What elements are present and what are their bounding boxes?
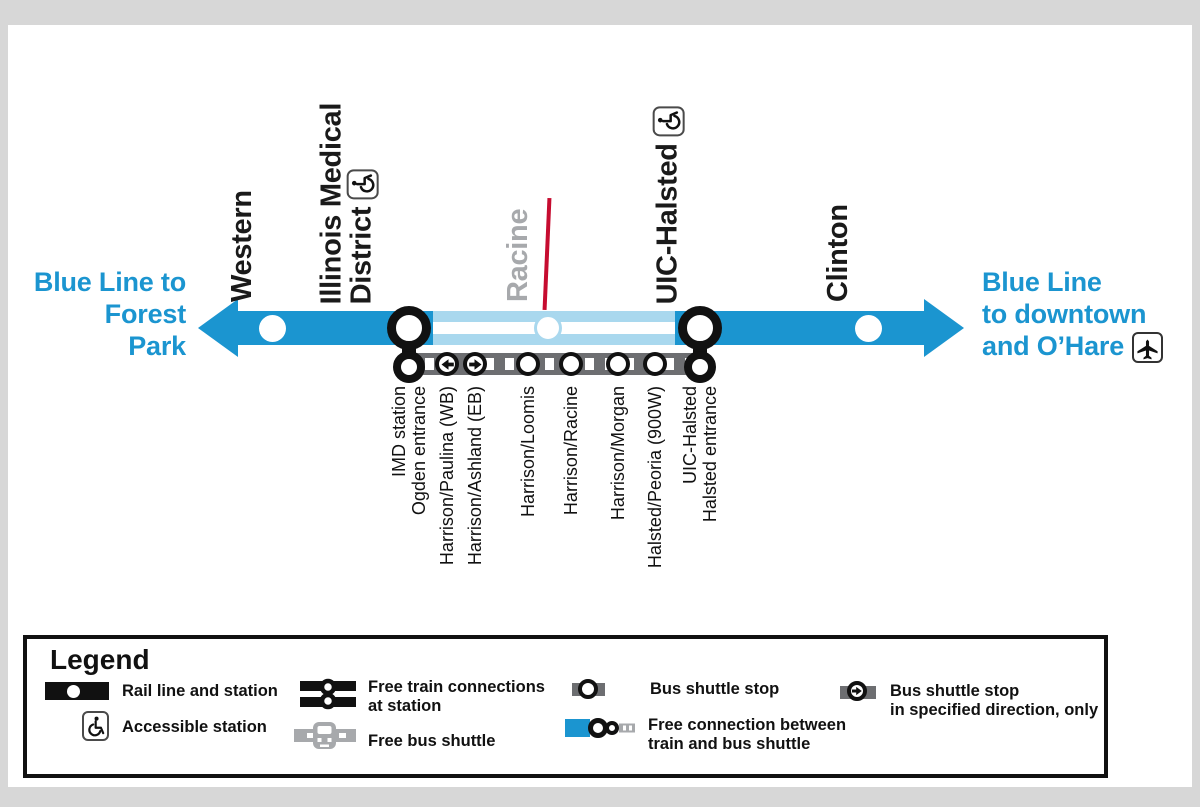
station-label-clinton: Clinton — [822, 204, 854, 302]
destination-ohare: Blue Line to downtown and O’Hare — [982, 266, 1164, 364]
arrow-right-icon — [468, 358, 481, 370]
shuttle-stop-morgan — [606, 352, 630, 376]
shuttle-stop-westbound — [435, 352, 459, 376]
shuttle-stop-loomis — [516, 352, 540, 376]
legend-free-bus-shuttle-label: Free bus shuttle — [368, 732, 496, 750]
airplane-icon — [1132, 332, 1164, 364]
stop-label-harrison-ashland: Harrison/Ashland (EB) — [465, 386, 485, 566]
accessible-icon — [653, 106, 685, 137]
shuttle-stop-racine — [559, 352, 583, 376]
blue-line-arrow-west-icon — [198, 299, 238, 357]
station-label-illinois-medical-district: Illinois Medical District — [315, 102, 379, 305]
station-dot-clinton — [854, 314, 882, 342]
station-dot-racine-closed — [534, 314, 562, 342]
stop-label-harrison-racine: Harrison/Racine — [561, 386, 581, 516]
arrow-left-icon — [441, 358, 454, 370]
legend-rail-line-icon — [45, 682, 109, 700]
station-label-western: Western — [226, 190, 258, 302]
legend-free-connection-icon — [565, 718, 635, 738]
legend-accessible-label: Accessible station — [122, 718, 267, 736]
legend-accessible-icon — [82, 711, 109, 741]
shuttle-stop-peoria — [643, 352, 667, 376]
stop-label-harrison-morgan: Harrison/Morgan — [608, 386, 628, 521]
blue-line-arrow-east-icon — [924, 299, 964, 357]
transfer-marker-imd-icon — [387, 306, 431, 383]
legend-title: Legend — [50, 644, 150, 675]
legend-bus-shuttle-stop-label: Bus shuttle stop — [650, 680, 780, 698]
transfer-marker-uic-icon — [678, 306, 722, 383]
shuttle-stop-eastbound — [463, 352, 487, 376]
arrow-right-icon — [851, 686, 862, 696]
stop-label-harrison-loomis: Harrison/Loomis — [518, 386, 538, 518]
legend-box — [23, 635, 1108, 778]
destination-forest-park: Blue Line to Forest Park — [33, 267, 186, 361]
stop-label-halsted-peoria: Halsted/Peoria (900W) — [645, 386, 665, 569]
legend-bus-icon — [313, 722, 336, 749]
station-label-uic-halsted: UIC-Halsted — [652, 106, 685, 304]
legend-bus-stop-dot — [578, 679, 598, 699]
accessible-icon — [347, 169, 379, 200]
station-dot-western — [258, 314, 286, 342]
stop-label-harrison-paulina: Harrison/Paulina (WB) — [437, 386, 457, 566]
station-label-racine-closed: Racine — [502, 208, 534, 302]
legend-directional-stop-dot — [847, 681, 867, 701]
legend-train-connections-icon — [300, 678, 356, 710]
legend-rail-line-label: Rail line and station — [122, 682, 278, 700]
